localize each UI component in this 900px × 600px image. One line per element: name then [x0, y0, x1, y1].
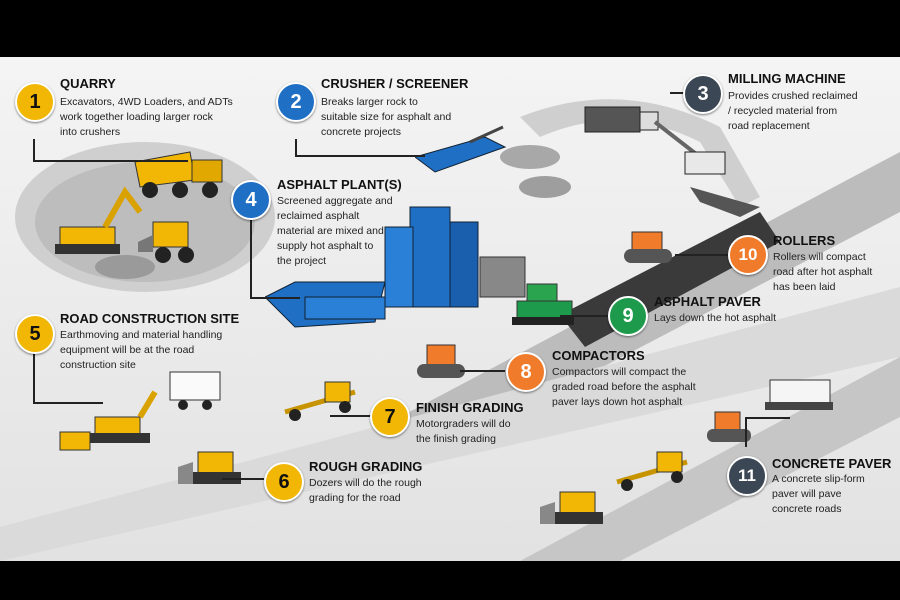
step-8-badge: 8 — [506, 352, 546, 392]
rock-pile — [95, 255, 155, 279]
step-7-description-line: the finish grading — [416, 433, 496, 445]
lower-grade — [0, 287, 900, 561]
step-1-description-line: Excavators, 4WD Loaders, and ADTs — [60, 96, 233, 108]
step-10-description-line: Rollers will compact — [773, 251, 866, 263]
step-2-description-line: concrete projects — [321, 126, 401, 138]
step-9-badge: 9 — [608, 296, 648, 336]
step-10-badge: 10 — [728, 235, 768, 275]
step-3-badge: 3 — [683, 74, 723, 114]
compactor-icon — [417, 344, 465, 378]
step-4-description-line: reclaimed asphalt — [277, 210, 360, 222]
leader-line-11 — [745, 417, 747, 447]
step-8-description-line: graded road before the asphalt — [552, 381, 696, 393]
leader-line-2 — [295, 139, 297, 156]
step-11-description-line: paver will pave — [772, 488, 842, 500]
leader-line-4 — [250, 297, 300, 299]
step-6-title: ROUGH GRADING — [309, 459, 423, 474]
step-1-description-line: work together loading larger rock — [60, 111, 213, 123]
step-3-title: MILLING MACHINE — [728, 71, 846, 86]
leader-line-2 — [295, 155, 425, 157]
step-3-description-line: Provides crushed reclaimed — [728, 90, 858, 102]
step-5-description-line: construction site — [60, 359, 136, 371]
step-8-title: COMPACTORS — [552, 348, 645, 363]
step-11-description-line: A concrete slip-form — [772, 473, 865, 485]
gravel-pile — [519, 176, 571, 198]
leader-line-7 — [330, 415, 372, 417]
step-10-title: ROLLERS — [773, 233, 836, 248]
articulated-truck-icon — [134, 151, 223, 198]
step-5-badge: 5 — [15, 314, 55, 354]
leader-line-1 — [33, 160, 188, 162]
step-7-title: FINISH GRADING — [416, 400, 524, 415]
step-9-title: ASPHALT PAVER — [654, 294, 761, 309]
leader-line-6 — [222, 478, 264, 480]
step-4-description-line: Screened aggregate and — [277, 195, 393, 207]
step-5-description-line: equipment will be at the road — [60, 344, 195, 356]
step-4-description-line: supply hot asphalt to — [277, 240, 374, 252]
asphalt-plant-icon — [265, 206, 526, 328]
step-1-description-line: into crushers — [60, 126, 121, 138]
motorgrader-icon — [284, 381, 356, 421]
step-9-description-line: Lays down the hot asphalt — [654, 312, 777, 324]
leader-line-11 — [745, 417, 790, 419]
step-4-description-line: material are mixed and — [277, 225, 384, 237]
crusher-screener-icon — [415, 125, 507, 173]
step-2-description-line: Breaks larger rock to — [321, 96, 418, 108]
leader-line-10 — [675, 254, 730, 256]
leader-line-5 — [33, 402, 103, 404]
excavator-icon — [55, 186, 143, 254]
step-2-badge: 2 — [276, 82, 316, 122]
step-4-badge: 4 — [231, 180, 271, 220]
leader-line-9 — [560, 315, 610, 317]
step-3-description-line: / recycled material from — [728, 105, 838, 117]
milling-road — [690, 187, 760, 217]
step-10-description-line: road after hot asphalt — [773, 266, 873, 278]
step-6-badge: 6 — [264, 462, 304, 502]
leader-line-8 — [460, 370, 505, 372]
concrete-dozer-icon — [540, 491, 603, 524]
step-1-title: QUARRY — [60, 76, 116, 91]
trailer-icon — [169, 371, 221, 410]
step-11-badge: 11 — [727, 456, 767, 496]
step-7-description-line: Motorgraders will do — [416, 418, 511, 430]
asphalt-paver-icon — [512, 283, 574, 325]
step-5-title: ROAD CONSTRUCTION SITE — [60, 311, 240, 326]
site-excavator-icon — [59, 390, 158, 451]
step-6-description-line: Dozers will do the rough — [309, 477, 422, 489]
concrete-paver-icon — [765, 379, 833, 410]
step-8-description-line: paver lays down hot asphalt — [552, 396, 683, 408]
leader-line-1 — [33, 139, 35, 161]
roller-icon — [624, 231, 672, 263]
concrete-motorgrader-icon — [616, 451, 688, 491]
step-2-description-line: suitable size for asphalt and — [321, 111, 452, 123]
step-11-description-line: concrete roads — [772, 503, 842, 515]
milling-machine-icon — [584, 106, 726, 175]
step-4-description-line: the project — [277, 255, 327, 267]
step-3-description-line: road replacement — [728, 120, 810, 132]
step-2-title: CRUSHER / SCREENER — [321, 76, 469, 91]
step-1-badge: 1 — [15, 82, 55, 122]
leader-line-5 — [33, 350, 35, 402]
step-4-title: ASPHALT PLANT(S) — [277, 177, 402, 192]
step-11-title: CONCRETE PAVER — [772, 456, 892, 471]
wheel-loader-icon — [138, 221, 194, 263]
road-construction-scene: 1 QUARRY Excavators, 4WD Loaders, and ADTs… — [0, 57, 900, 561]
step-10-description-line: has been laid — [773, 281, 836, 293]
leader-line-4 — [250, 217, 252, 297]
concrete-roller-icon — [707, 411, 751, 442]
step-5-description-line: Earthmoving and material handling — [60, 329, 223, 341]
dozer-icon — [178, 451, 241, 484]
step-7-badge: 7 — [370, 397, 410, 437]
top-road-curve — [520, 99, 760, 207]
gravel-pile — [500, 145, 560, 169]
step-8-description-line: Compactors will compact the — [552, 366, 687, 378]
step-6-description-line: grading for the road — [309, 492, 401, 504]
